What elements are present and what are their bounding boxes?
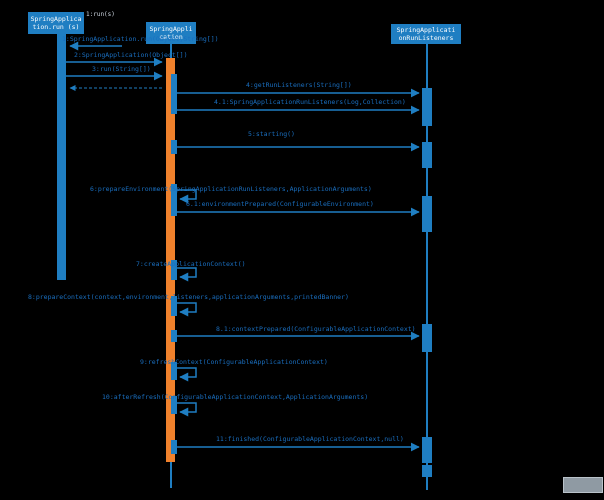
participant-springapplication-run: SpringApplica tion.run (s) [28,12,84,34]
message-label-context-prepared: 8.1:contextPrepared(ConfigurableApplicat… [216,325,416,333]
activation-sub [171,184,177,216]
activation-sub [171,74,177,114]
arrow-self-prepare-context [177,302,197,317]
activation-run-static [57,34,66,280]
participant-label: SpringAppli [149,24,193,33]
message-label-get-run-listeners: 4:getRunListeners(String[]) [246,81,352,89]
participant-label: SpringApplica [30,14,82,23]
activation-sub [171,140,177,154]
activation-runlisteners [422,465,432,477]
message-label-run: 1:SpringApplication.run(Object,String[]) [62,35,219,43]
participant-label: onRunListeners [398,34,454,42]
message-label-environment-prepared: 6.1:environmentPrepared(ConfigurableEnvi… [186,200,374,208]
message-label-starting: 5:starting() [248,130,295,138]
top-note: 1:run(s) [86,11,115,18]
arrow-self-create-context [177,267,197,282]
activation-sub [171,396,177,414]
activation-sub [171,362,177,380]
activation-sub [171,296,177,316]
participant-label: SpringApplicati [396,25,456,34]
activation-sub [171,330,177,342]
arrow-self-refresh-context [177,367,197,382]
activation-runlisteners [422,142,432,168]
message-label-refresh-context: 9:refreshContext(ConfigurableApplication… [140,358,328,366]
participant-springapplication: SpringAppli cation [146,22,196,44]
arrow-self-after-refresh [177,402,197,417]
message-label-after-refresh: 10:afterRefresh(ConfigurableApplicationC… [102,393,369,401]
activation-runlisteners [422,196,432,232]
message-label-constructor: 2:SpringApplication(Object[]) [74,51,188,59]
message-label-finished: 11:finished(ConfigurableApplicationConte… [216,435,404,443]
activation-runlisteners [422,437,432,463]
activation-sub [171,440,177,454]
activation-sub [171,260,177,280]
arrow-self-prepare-environment [177,189,197,204]
activation-springapplication-lifetime [166,58,175,462]
message-label-prepare-environment: 6:prepareEnvironment(SpringApplicationRu… [90,185,372,193]
message-label-create-context: 7:createApplicationContext() [136,260,246,268]
participant-runlisteners: SpringApplicati onRunListeners [391,24,461,44]
activation-runlisteners [422,88,432,126]
activation-runlisteners [422,324,432,352]
watermark-box [563,477,603,493]
participant-label: tion.run (s) [32,23,80,31]
message-label-run-args: 3:run(String[]) [92,65,151,73]
message-label-runlisteners-ctor: 4.1:SpringApplicationRunListeners(Log,Co… [214,98,406,106]
message-label-prepare-context: 8:prepareContext(context,environment,lis… [28,293,349,301]
participant-label: cation [159,33,183,41]
